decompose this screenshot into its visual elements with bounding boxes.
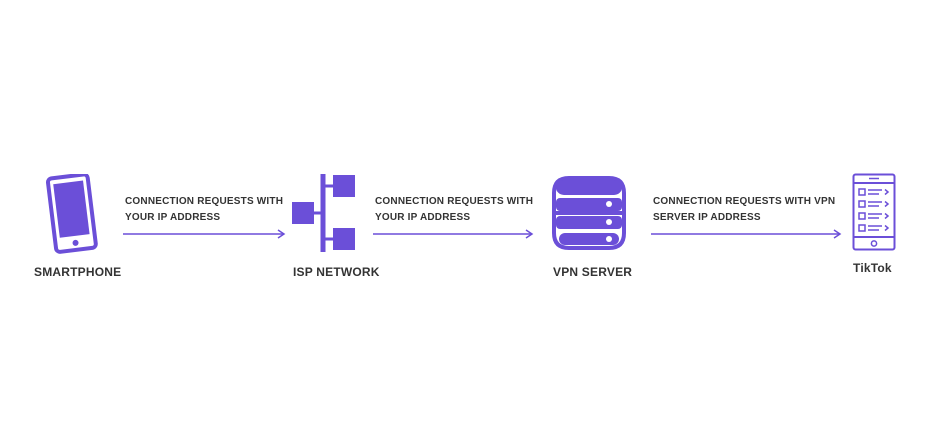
edge-label-line2: YOUR IP ADDRESS [125, 212, 221, 223]
edge-label-line2: SERVER IP ADDRESS [653, 212, 761, 223]
edge-label-smartphone-to-isp: CONNECTION REQUESTS WITH YOUR IP ADDRESS [125, 194, 283, 226]
edge-label-isp-to-vpn: CONNECTION REQUESTS WITH YOUR IP ADDRESS [375, 194, 533, 226]
node-label-isp-network: ISP NETWORK [293, 265, 380, 279]
network-icon [292, 174, 355, 252]
node-label-smartphone: SMARTPHONE [34, 265, 122, 279]
arrow-smartphone-to-isp [123, 229, 286, 239]
edge-label-line1: CONNECTION REQUESTS WITH [375, 196, 534, 207]
node-label-tiktok: TikTok [853, 261, 892, 275]
server-icon [552, 176, 626, 250]
edge-label-line2: YOUR IP ADDRESS [375, 212, 471, 223]
app-screen-icon [852, 173, 896, 251]
arrow-isp-to-vpn [373, 229, 534, 239]
node-label-vpn-server: VPN SERVER [553, 265, 633, 279]
edge-label-vpn-to-tiktok: CONNECTION REQUESTS WITH VPN SERVER IP A… [653, 194, 835, 226]
edge-label-line1: CONNECTION REQUESTS WITH [125, 196, 284, 207]
arrow-vpn-to-tiktok [651, 229, 842, 239]
edge-label-line1: CONNECTION REQUESTS WITH VPN [653, 196, 836, 207]
smartphone-icon [45, 174, 98, 254]
